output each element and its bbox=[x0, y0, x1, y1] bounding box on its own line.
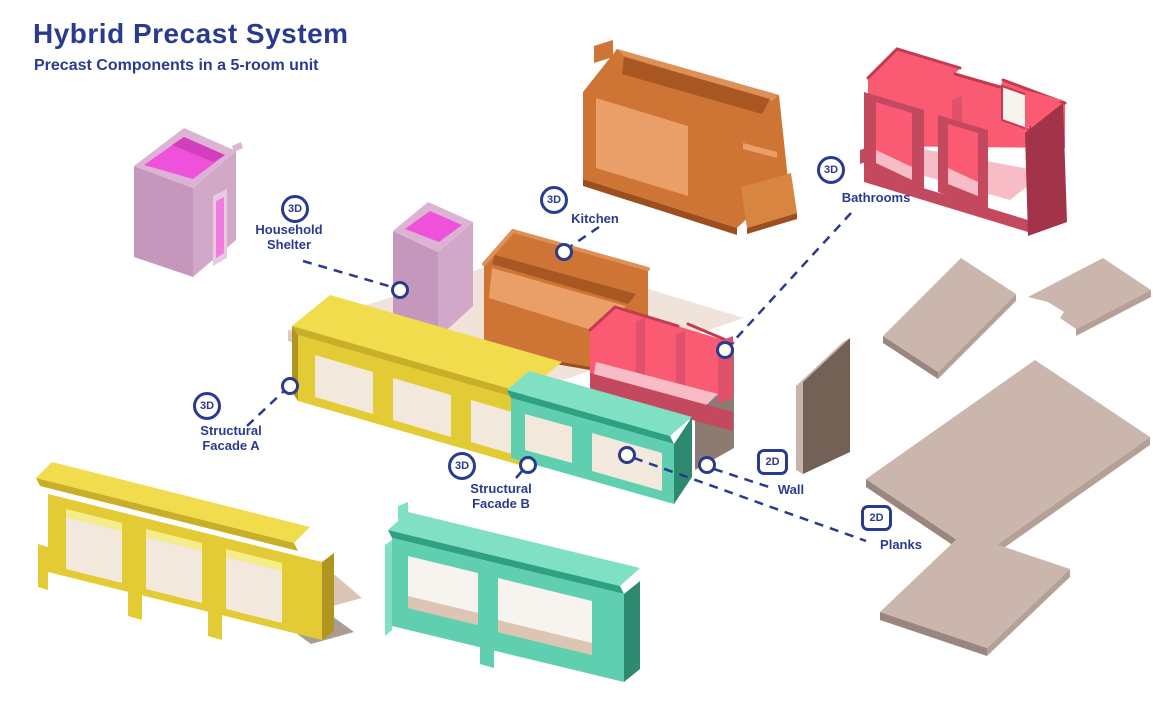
bathrooms-illustration bbox=[860, 47, 1067, 236]
leader-line-household-shelter bbox=[302, 259, 393, 289]
facade-b-illustration bbox=[385, 502, 640, 682]
window-opening bbox=[226, 557, 282, 623]
label-planks: Planks bbox=[880, 537, 922, 552]
leader-dot-facade-b bbox=[519, 456, 537, 474]
leader-dot-planks bbox=[618, 446, 636, 464]
window-opening bbox=[525, 414, 572, 463]
plank bbox=[883, 258, 1016, 379]
window-opening bbox=[146, 537, 202, 603]
leader-dot-household-shelter bbox=[391, 281, 409, 299]
window-opening bbox=[393, 378, 451, 437]
leader-dot-wall bbox=[698, 456, 716, 474]
assembled-unit bbox=[288, 202, 744, 504]
planks-illustration bbox=[866, 258, 1151, 656]
assembly-facade-a bbox=[292, 295, 562, 468]
leader-line-facade-a bbox=[246, 390, 285, 427]
leader-line-kitchen bbox=[570, 225, 600, 248]
plank bbox=[1028, 258, 1151, 336]
window-opening bbox=[315, 355, 373, 414]
badge-3d-facade-a: 3D bbox=[193, 392, 221, 420]
label-facade-a: Structural Facade A bbox=[200, 423, 262, 453]
badge-2d-wall: 2D bbox=[757, 449, 788, 475]
label-wall: Wall bbox=[777, 482, 805, 497]
plank bbox=[880, 533, 1070, 656]
badge-2d-planks: 2D bbox=[861, 505, 892, 531]
window-opening bbox=[66, 517, 122, 583]
facade-a-illustration bbox=[36, 462, 362, 644]
badge-3d-bathrooms: 3D bbox=[817, 156, 845, 184]
assembly-household-shelter bbox=[393, 202, 473, 338]
badge-3d-household-shelter: 3D bbox=[281, 195, 309, 223]
leader-lines bbox=[246, 212, 867, 543]
plank bbox=[866, 360, 1150, 564]
label-facade-b: Structural Facade B bbox=[470, 481, 532, 511]
page-subtitle: Precast Components in a 5-room unit bbox=[34, 57, 319, 74]
badge-3d-facade-b: 3D bbox=[448, 452, 476, 480]
leader-dot-kitchen bbox=[555, 243, 573, 261]
label-household-shelter: Household Shelter bbox=[255, 222, 323, 252]
kitchen-illustration bbox=[583, 40, 797, 235]
badge-3d-kitchen: 3D bbox=[540, 186, 568, 214]
leader-dot-bathrooms bbox=[716, 341, 734, 359]
leader-dot-facade-a bbox=[281, 377, 299, 395]
page-title: Hybrid Precast System bbox=[33, 18, 349, 49]
wall-illustration bbox=[796, 338, 850, 474]
base-flange bbox=[741, 173, 797, 228]
leader-line-wall bbox=[713, 467, 770, 489]
label-kitchen: Kitchen bbox=[571, 211, 619, 226]
label-bathrooms: Bathrooms bbox=[841, 190, 911, 205]
leader-line-bathrooms bbox=[730, 212, 852, 345]
household-shelter-illustration bbox=[134, 128, 243, 277]
